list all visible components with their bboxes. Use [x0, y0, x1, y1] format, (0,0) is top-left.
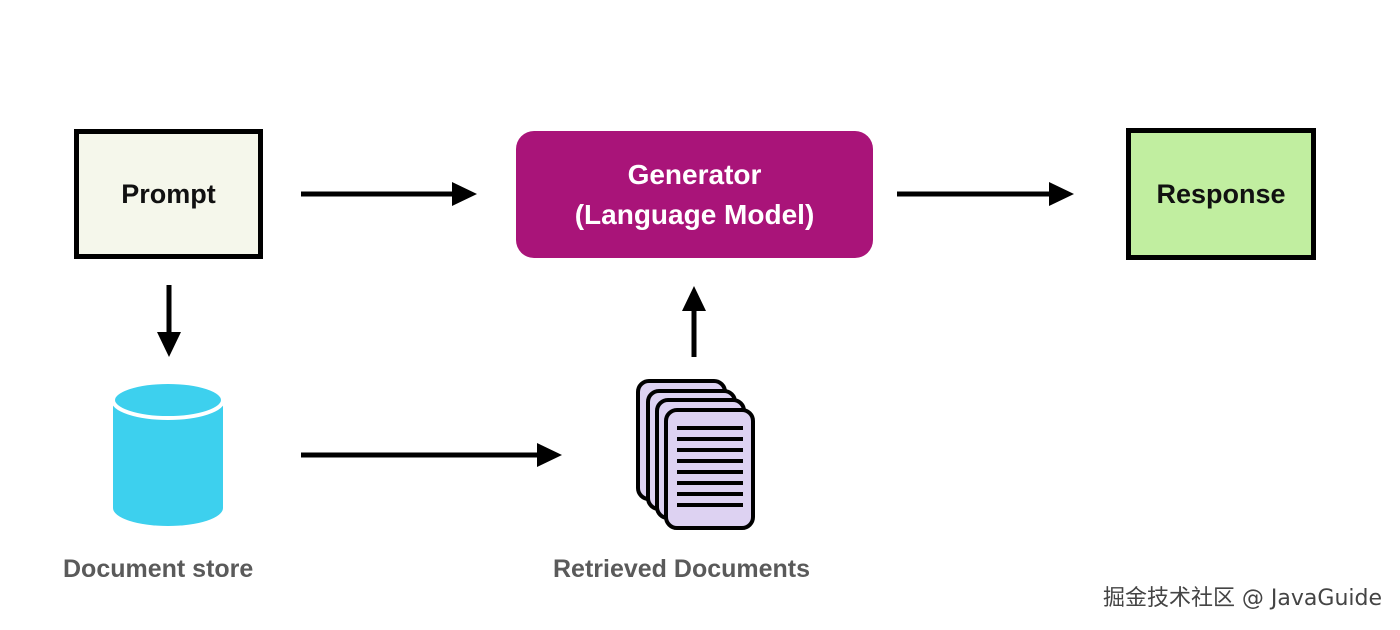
arrow-store-to-retrieved: [301, 443, 562, 467]
retrieved-documents-label: Retrieved Documents: [553, 555, 811, 583]
watermark-text: 掘金技术社区 @ JavaGuide: [1102, 586, 1382, 611]
prompt-node: Prompt: [74, 129, 263, 259]
document-store-icon: [111, 380, 225, 526]
arrow-retrieved-to-generator: [682, 286, 706, 357]
document-store-label: Document store: [63, 555, 254, 583]
arrow-prompt-to-document-store: [157, 285, 181, 357]
generator-node: Generator (Language Model): [516, 131, 873, 258]
response-label: Response: [1156, 178, 1286, 209]
prompt-label: Prompt: [121, 178, 216, 209]
arrow-generator-to-response: [897, 182, 1074, 206]
arrow-prompt-to-generator: [301, 182, 477, 206]
response-node: Response: [1126, 128, 1316, 260]
generator-subtitle: (Language Model): [574, 198, 815, 230]
retrieved-documents-icon: [636, 379, 755, 530]
generator-title: Generator: [627, 158, 762, 190]
